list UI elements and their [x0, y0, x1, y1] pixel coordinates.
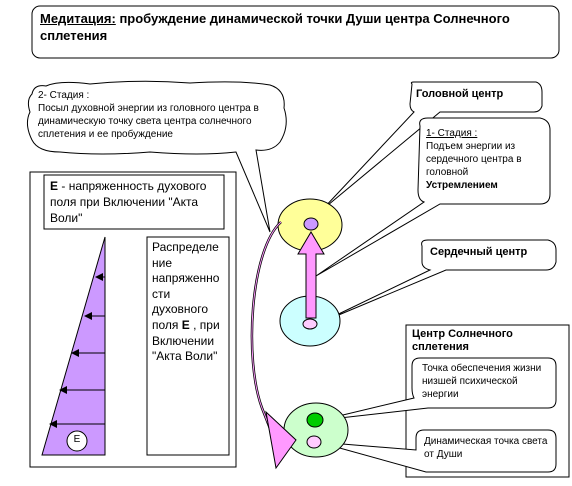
stage1-emphasis: Устремлением: [426, 180, 498, 191]
solar-soul-node: [306, 435, 322, 449]
heart-center-label: Сердечный центр: [430, 246, 528, 258]
tension-body: - напряженность духового поля при Включе…: [50, 179, 207, 225]
stage1-callout-shape: [315, 117, 551, 277]
stage1-heading: 1- Стадия :: [426, 128, 478, 139]
head-center-label: Головной центр: [416, 88, 504, 100]
heart-label-callout-shape: [321, 239, 557, 323]
solar-center-circle: [283, 402, 349, 458]
stage2-body: Посыл духовной энергии из головного цент…: [38, 103, 259, 140]
descent-arc-inner: [251, 221, 282, 445]
rise-arrow: [297, 231, 325, 319]
stage1-text: 1- Стадия : Подъем энергии из сердечного…: [426, 127, 542, 192]
life-point-callout-shape: [321, 357, 557, 421]
title-rest: пробуждение динамической точки Души цент…: [40, 11, 510, 43]
stage1-body: Подъем энергии из сердечного центра в го…: [426, 141, 522, 178]
stage2-heading: 2- Стадия :: [38, 90, 90, 101]
distribution-body-1: Распределе ние напряженно сти духовного …: [152, 240, 220, 332]
title-lead: Медитация:: [40, 11, 116, 26]
tension-symbol: E: [50, 179, 59, 193]
triangle-e-circle: [66, 430, 88, 452]
triangle-arrows: [49, 273, 105, 428]
tension-text: E - напряженность духового поля при Вклю…: [50, 178, 220, 226]
descent-arrowhead: [265, 410, 297, 470]
heart-center-node: [302, 318, 318, 330]
head-center-node: [303, 217, 319, 231]
soul-point-callout-shape: [317, 429, 557, 473]
title-callout-shape: [31, 5, 560, 59]
stage2-text: 2- Стадия : Посыл духовной энергии из го…: [38, 89, 278, 141]
distribution-box-shape: [146, 236, 230, 456]
distribution-body-2: , при Включении "Акта Воли": [152, 317, 220, 364]
tension-box-shape: [43, 174, 225, 230]
distribution-symbol: E: [181, 317, 190, 332]
triangle-e-label: E: [73, 434, 81, 445]
diagram-title: Медитация: пробуждение динамической точк…: [40, 10, 550, 44]
descent-arc: [250, 221, 282, 445]
solar-life-node: [306, 412, 324, 428]
soul-point-text: Динамическая точка света от Души: [424, 436, 548, 460]
solar-center-label: Центр Солнечного сплетения: [412, 328, 513, 353]
stage2-callout-shape: [26, 80, 287, 233]
tension-triangle: [41, 236, 106, 456]
life-point-text: Точка обеспечения жизни низшей психическ…: [422, 363, 542, 400]
distribution-text: Распределе ние напряженно сти духовного …: [152, 240, 226, 365]
head-label-callout-shape: [321, 81, 543, 211]
